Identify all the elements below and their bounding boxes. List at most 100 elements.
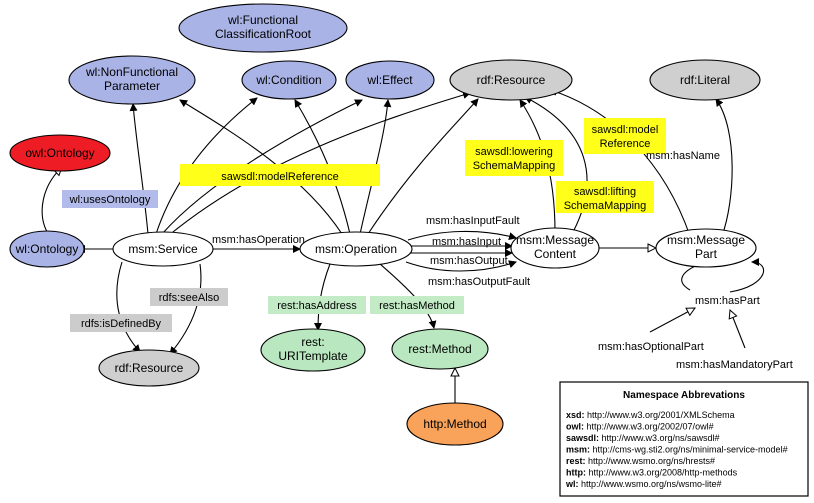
text-line: owl:Ontology (25, 146, 94, 160)
edge-part-haspart-left (681, 263, 701, 291)
text-line: rest: (301, 335, 324, 349)
text-line: URITemplate (278, 349, 348, 363)
namespace-prefix: owl: (566, 422, 587, 432)
edge-label-rdfs-is-defined-by: rdfs:isDefinedBy (81, 318, 162, 330)
edge-haspart-loop (729, 258, 765, 293)
namespace-entry: sawsdl: http://www.w3.org/ns/sawsdl# (566, 433, 720, 443)
node-label: owl:Ontology (25, 146, 94, 160)
label-bg-sawsdl-model-reference-part (584, 118, 666, 154)
text-line: wl:Effect (366, 73, 413, 87)
node-label: wl:Effect (366, 73, 413, 87)
namespace-box: Namespace Abbrevations xsd: http://www.w… (559, 381, 809, 497)
edge-service-effect (161, 99, 363, 235)
label-bg-rest-has-address (268, 296, 366, 314)
edge-label-rest-has-method: rest:hasMethod (379, 300, 455, 312)
node-label: msm:Service (128, 242, 198, 256)
text-line: SchemaMapping (473, 160, 556, 172)
text-line: ClassificationRoot (215, 27, 312, 41)
node-msm-operation (299, 231, 413, 267)
namespace-box-frame (559, 381, 809, 497)
edge-operation-rdfresource (367, 98, 479, 235)
node-label: rdf:Resource (115, 361, 184, 375)
text-line: rest:Method (408, 342, 471, 356)
edge-ontology-subclass-owl (41, 167, 62, 237)
edge-service-condition (155, 97, 258, 235)
node-wl-condition (241, 60, 337, 100)
node-rdf-resource-top (449, 59, 573, 101)
edge-label-msm-has-output: msm:hasOutput (430, 255, 508, 267)
label-bg-sawsdl-lowering (465, 140, 563, 176)
edge-part-rdfresource (549, 88, 691, 237)
namespace-uri: http://www.w3.org/2002/07/owl# (587, 422, 714, 432)
text-line: Part (695, 247, 718, 261)
edge-content-rdfresource-lifting (524, 96, 588, 233)
text-line: msm:Service (128, 242, 198, 256)
text-line: sawsdl:lowering (475, 146, 553, 158)
namespace-uri: http://cms-wg.sti2.org/ns/minimal-servic… (593, 445, 788, 455)
edge-label-msm-has-mandatory-part: msm:hasMandatoryPart (676, 359, 793, 371)
node-label: http:Method (423, 417, 486, 431)
edge-see-also (169, 263, 202, 355)
namespace-prefix: msm: (566, 445, 593, 455)
node-wl-effect (345, 60, 435, 100)
label-bg-rdfs-is-defined-by (70, 314, 172, 332)
namespace-entry: http: http://www.w3.org/2008/http-method… (566, 468, 738, 478)
edge-label-msm-has-output-fault: msm:hasOutputFault (428, 276, 530, 288)
namespace-entry: xsd: http://www.w3.org/2001/XMLSchema (566, 410, 735, 420)
nodes (9, 3, 761, 446)
namespace-uri: http://www.wsmo.org/ns/hrests# (588, 456, 715, 466)
edge-label-rdfs-see-also: rdfs:seeAlso (159, 292, 220, 304)
node-label: wl:Ontology (15, 242, 79, 256)
node-rest-method (391, 328, 489, 370)
edge-label-rest-has-address: rest:hasAddress (277, 300, 357, 312)
label-bg-rest-has-method (370, 296, 464, 314)
edge-label-msm-has-part: msm:hasPart (695, 295, 760, 307)
edge-label-msm-has-operation: msm:hasOperation (212, 234, 305, 246)
namespace-prefix: http: (566, 468, 589, 478)
node-wl-functional-root (178, 3, 348, 53)
namespace-entry: rest: http://www.wsmo.org/ns/hrests# (566, 456, 715, 466)
edge-service-nonfunctional (129, 103, 149, 235)
node-rest-uritemplate (260, 328, 366, 372)
text-line: wl:Condition (255, 73, 321, 87)
text-line: sawsdl:model (592, 124, 659, 136)
text-line: rdf:Resource (477, 73, 546, 87)
edge-is-defined-by (116, 261, 141, 353)
edge-operation-effect (359, 99, 392, 235)
namespace-uri: http://www.w3.org/2008/http-methods (589, 468, 738, 478)
label-bg-sawsdl-lifting (556, 181, 654, 213)
text-line: wl:NonFunctional (85, 65, 178, 79)
node-label: rdf:Literal (680, 73, 730, 87)
node-msm-service (112, 231, 214, 267)
node-wl-nonfunctional (68, 55, 196, 105)
text-line: Reference (600, 138, 651, 150)
namespace-uri: http://www.w3.org/ns/sawsdl# (602, 433, 720, 443)
label-bg-sawsdl-model-reference (180, 164, 380, 186)
namespace-box-title: Namespace Abbrevations (623, 390, 745, 401)
edge-label-sawsdl-model-reference: sawsdl:modelReference (221, 171, 338, 183)
namespace-prefix: sawsdl: (566, 433, 602, 443)
text-line: wl:Ontology (15, 242, 79, 256)
node-wl-ontology (9, 230, 85, 268)
edge-mandatory-subprop (730, 310, 746, 349)
text-line: msm:Message (516, 233, 594, 247)
node-msm-message-content (510, 227, 600, 269)
node-rdf-resource-bottom (98, 349, 200, 387)
node-owl-ontology (9, 134, 111, 172)
label-bg-rdfs-see-also (150, 288, 228, 306)
node-http-method (406, 402, 504, 446)
edge-has-output-fault (405, 260, 517, 272)
edge-optional-subprop (649, 308, 695, 333)
node-label: rest:Method (408, 342, 471, 356)
namespace-prefix: xsd: (566, 410, 587, 420)
text-line: rdf:Resource (115, 361, 184, 375)
text-line: wl:Functional (227, 13, 298, 27)
text-line: msm:Message (667, 233, 745, 247)
